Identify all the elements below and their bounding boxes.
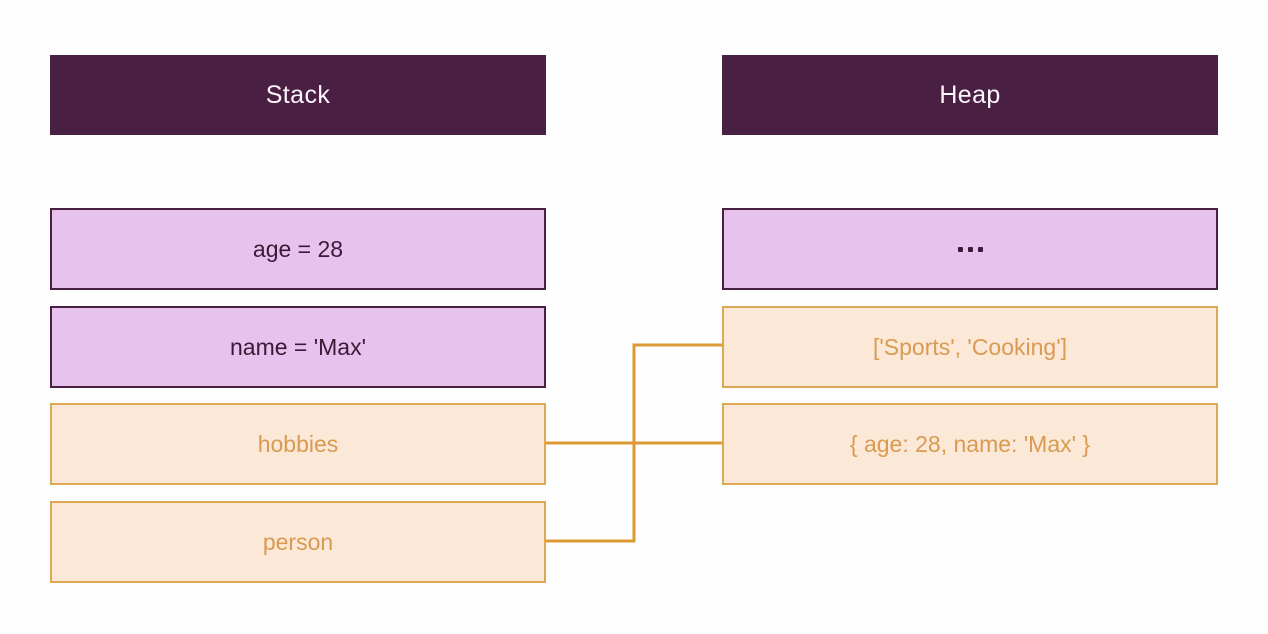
- stack-cell-name-label: name = 'Max': [230, 333, 366, 360]
- stack-cell-age-label: age = 28: [252, 235, 344, 262]
- ellipsis-icon: [957, 246, 983, 252]
- stack-cell-name[interactable]: name = 'Max': [50, 306, 546, 388]
- heap-title: Heap: [939, 80, 1001, 109]
- heap-cell-array[interactable]: ['Sports', 'Cooking']: [722, 306, 1218, 388]
- connector-hobbies-to-array: [546, 343, 722, 445]
- heap-cell-ellipsis[interactable]: [722, 208, 1218, 290]
- heap-cell-object-label: { age: 28, name: 'Max' }: [849, 430, 1091, 457]
- stack-cell-hobbies[interactable]: hobbies: [50, 403, 546, 485]
- stack-cell-age[interactable]: age = 28: [50, 208, 546, 290]
- stack-cell-person-label: person: [262, 528, 334, 555]
- heap-column-header: Heap: [722, 55, 1218, 135]
- heap-cell-array-label: ['Sports', 'Cooking']: [873, 333, 1067, 360]
- connector-person-to-object: [546, 441, 722, 543]
- stack-title: Stack: [265, 80, 331, 109]
- heap-cell-object[interactable]: { age: 28, name: 'Max' }: [722, 403, 1218, 485]
- stack-column-header: Stack: [50, 55, 546, 135]
- stack-cell-hobbies-label: hobbies: [257, 430, 339, 457]
- stack-cell-person[interactable]: person: [50, 501, 546, 583]
